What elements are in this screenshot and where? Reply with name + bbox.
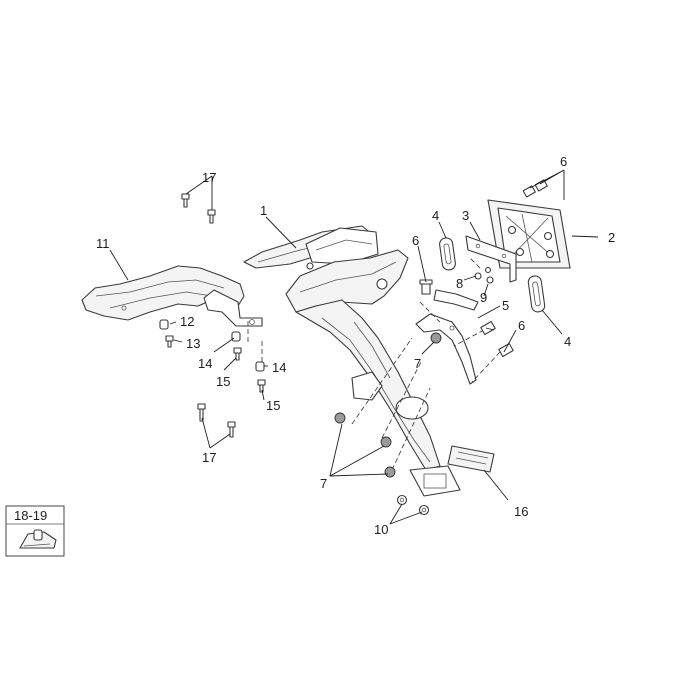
part-pad-lower [527, 275, 546, 313]
spacer-14-b [255, 361, 265, 372]
reference-box-label: 18-19 [14, 508, 47, 523]
screw-6-top-a [522, 185, 536, 198]
callout-7-upper: 7 [414, 356, 421, 371]
callout-6-left: 6 [412, 233, 419, 248]
screw-17-upper-b [207, 209, 216, 224]
callout-2: 2 [608, 230, 615, 245]
nut-7-d [430, 332, 442, 344]
callout-5: 5 [502, 298, 509, 313]
nut-7-b [380, 436, 392, 448]
callout-11: 11 [96, 236, 110, 251]
callout-17-lower: 17 [202, 450, 216, 465]
callout-14-right: 14 [272, 360, 286, 375]
screw-17-upper-a [181, 193, 190, 208]
screw-6-top-b [534, 179, 548, 192]
screw-9-c [484, 266, 492, 274]
callout-labels: 1 2 3 4 4 5 6 6 6 7 7 8 9 10 11 12 13 14… [96, 154, 615, 537]
part-pad-upper [439, 237, 456, 271]
callout-10: 10 [374, 522, 388, 537]
screw-9-b [486, 276, 494, 284]
part-main-bracket [243, 225, 461, 497]
callout-6-top: 6 [560, 154, 567, 169]
callout-8: 8 [456, 276, 463, 291]
callout-15-left: 15 [216, 374, 230, 389]
part-undertray [81, 265, 263, 327]
nut-10-a [396, 494, 408, 506]
part-reflector [447, 445, 495, 473]
callout-12: 12 [180, 314, 194, 329]
callout-4-lower: 4 [564, 334, 571, 349]
screw-6-right-b [498, 342, 514, 358]
callout-14-left: 14 [198, 356, 212, 371]
callout-7-lower: 7 [320, 476, 327, 491]
leader-lines [109, 169, 599, 525]
part-plate-bracket [415, 313, 477, 385]
callout-4-upper: 4 [432, 208, 439, 223]
callout-16: 16 [514, 504, 528, 519]
screw-15-b [257, 379, 266, 393]
screw-17-lower-a [197, 403, 206, 422]
part-small-bracket [433, 289, 479, 311]
callout-3: 3 [462, 208, 469, 223]
part-bracket-plate [465, 235, 517, 283]
screw-15-a [233, 347, 242, 361]
callout-15-right: 15 [266, 398, 280, 413]
fasteners [159, 179, 548, 516]
callout-9: 9 [480, 290, 487, 305]
screw-13 [165, 335, 174, 348]
clip-nut-icon [19, 529, 57, 549]
nut-7-a [334, 412, 346, 424]
spacer-14-a [231, 331, 241, 342]
grommet-12 [159, 319, 169, 330]
nut-10-b [418, 504, 430, 516]
callout-13: 13 [186, 336, 200, 351]
reference-box-18-19: 18-19 [5, 505, 65, 557]
assembly-lines [247, 257, 501, 471]
callout-6-right: 6 [518, 318, 525, 333]
screw-6-right-a [480, 320, 496, 336]
callout-1: 1 [260, 203, 267, 218]
callout-17-upper: 17 [202, 170, 216, 185]
screw-6-left [419, 279, 433, 295]
screw-17-lower-b [227, 421, 236, 438]
nut-7-c [384, 466, 396, 478]
